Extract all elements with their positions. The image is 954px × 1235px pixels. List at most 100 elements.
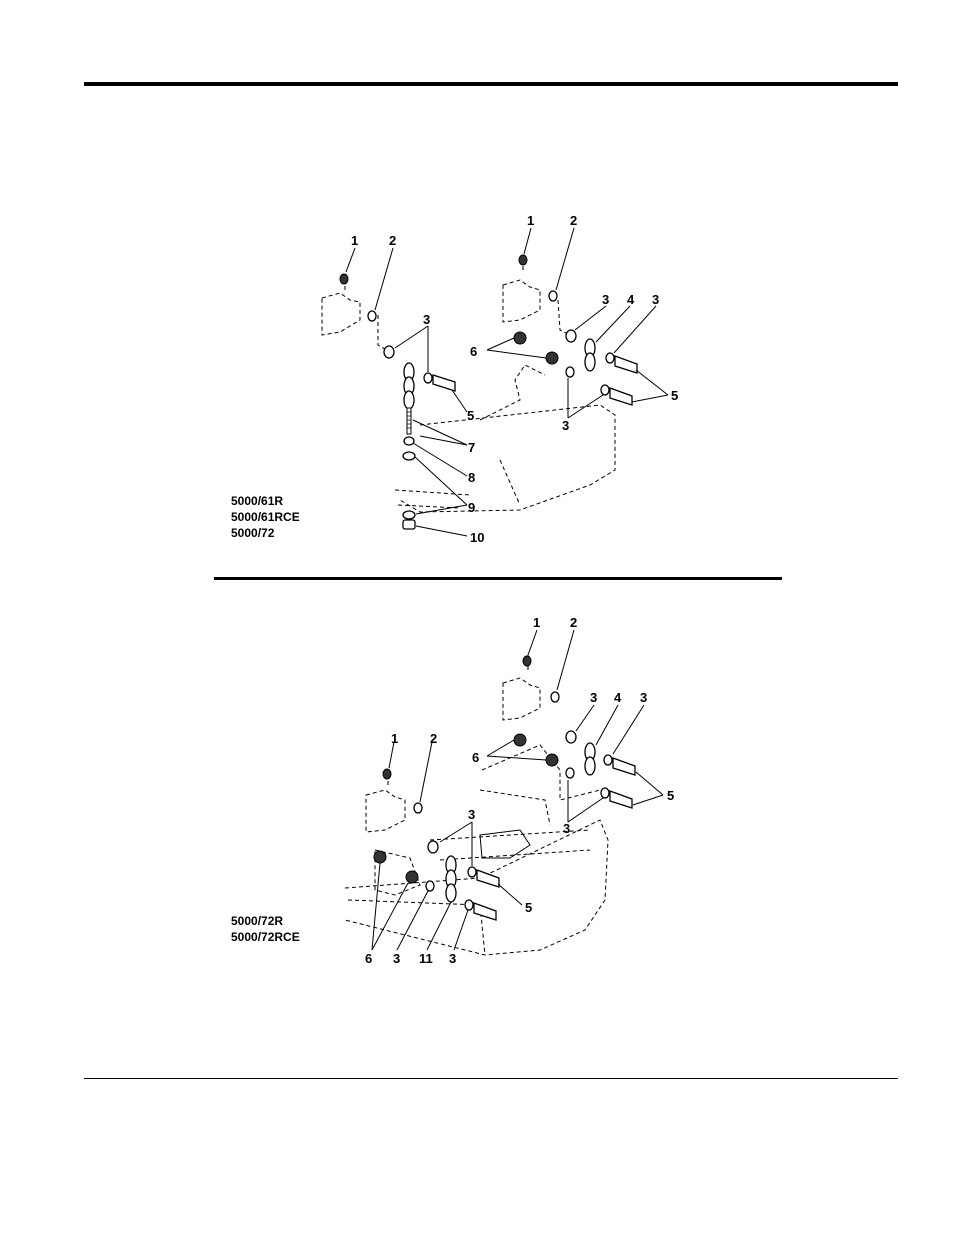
callout-3: 3 [590,690,597,705]
nut-6a [513,331,527,345]
nut-6a-left-bottom [373,850,387,864]
washer-3-left [383,345,395,359]
washer-3c-right-bottom [603,754,613,766]
washer-2-right-bottom [550,691,560,703]
deck-rail-bottom [429,829,591,841]
bolt-5-left [432,374,456,392]
nut-6b-left-bottom [405,870,419,884]
callout-2: 2 [570,213,577,228]
callout-3: 3 [652,292,659,307]
bolt-1-left [339,273,349,285]
washer-3d-right-bottom [600,787,610,799]
callout-3: 3 [562,418,569,433]
washer-2-left-bottom [413,802,423,814]
callout-4: 4 [614,690,622,705]
right-chain-dash [557,299,571,336]
callout-6: 6 [472,750,479,765]
bolt-5-right-b-bottom [609,790,633,809]
washer-3e-right [565,366,575,378]
callout-1: 1 [351,233,358,248]
bolt-1-left-bottom [382,768,392,780]
nut-6b-bottom [545,753,559,767]
section-divider [214,577,782,580]
callout-11: 11 [419,951,433,966]
washer-2-left [367,310,377,322]
leader-lines-bottom [371,629,664,951]
callout-3: 3 [468,807,475,822]
callout-10: 10 [470,530,484,545]
callout-5: 5 [467,408,474,423]
nut-10 [402,519,416,530]
washer-3g-bottom [425,880,435,892]
washer-9b [402,510,416,520]
callout-3: 3 [640,690,647,705]
nut-6b [545,351,559,365]
callout-3: 3 [602,292,609,307]
chain-4-right-bottom [584,742,596,776]
footer-rule [84,1078,898,1079]
washer-3f-bottom [464,899,474,911]
model-label: 5000/72 [231,526,275,540]
washer-9a [402,451,416,461]
callout-7: 7 [468,440,475,455]
leader-lines-top [345,227,669,537]
deck-lip2-top [397,504,461,509]
deck-bracket-top [479,364,546,421]
callout-2: 2 [389,233,396,248]
callout-2: 2 [430,731,437,746]
diagram-top: 1 2 3 5 7 8 9 10 1 2 3 4 3 6 5 3 [321,213,678,545]
left-chain-dash [377,315,391,353]
model-label: 5000/61RCE [231,510,300,524]
deck-lip-top [394,489,471,496]
bolt-5-left-bottom [476,869,500,888]
callout-1: 1 [391,731,398,746]
washer-3e-right-bottom [565,767,575,779]
header-rule [84,82,898,86]
model-label: 5000/61R [231,494,284,508]
washer-3c-right [605,352,615,364]
bolt-5-left-b-bottom [473,902,497,921]
callout-3: 3 [393,951,400,966]
chain-left-top [403,362,415,435]
right-hanger-bracket [502,279,541,323]
model-label: 5000/72R [231,914,284,928]
washer-3-right-bottom [565,730,577,744]
callout-3: 3 [563,821,570,836]
model-label: 5000/72RCE [231,930,300,944]
callout-6: 6 [470,344,477,359]
callout-9: 9 [468,500,475,515]
callout-3: 3 [449,951,456,966]
callout-5: 5 [525,900,532,915]
deck-frame2-bottom [479,789,551,826]
washer-3-left-bottom [427,840,439,854]
chain-11-bottom [445,855,457,903]
lower-bracket-bottom [374,849,421,896]
callout-6: 6 [365,951,372,966]
callout-3: 3 [423,312,430,327]
bolt-5-right-a [614,355,638,374]
deck-edge-top [499,459,521,506]
callout-5: 5 [671,388,678,403]
washer-3-right [565,329,577,343]
callout-1: 1 [533,615,540,630]
callout-1: 1 [527,213,534,228]
washer-3b-bottom [467,866,477,878]
washer-2-right [548,290,558,302]
bolt-5-right-b [609,387,633,406]
washer-3d-right [600,384,610,396]
left-hanger-bracket [321,292,361,336]
chain-4-right [584,338,596,372]
bolt-1-right [518,254,528,266]
callout-5: 5 [667,788,674,803]
deck-outline-bottom [344,819,609,956]
model-list-top: 5000/61R 5000/61RCE 5000/72 [231,493,300,541]
callout-2: 2 [570,615,577,630]
deck-outline-top [399,404,616,513]
bolt-5-right-a-bottom [612,757,636,776]
deck-edge-bottom [347,899,486,956]
washer-8 [403,436,415,446]
callout-8: 8 [468,470,475,485]
nut-6a-bottom [513,733,527,747]
left-hanger-bracket-bottom [365,789,406,833]
